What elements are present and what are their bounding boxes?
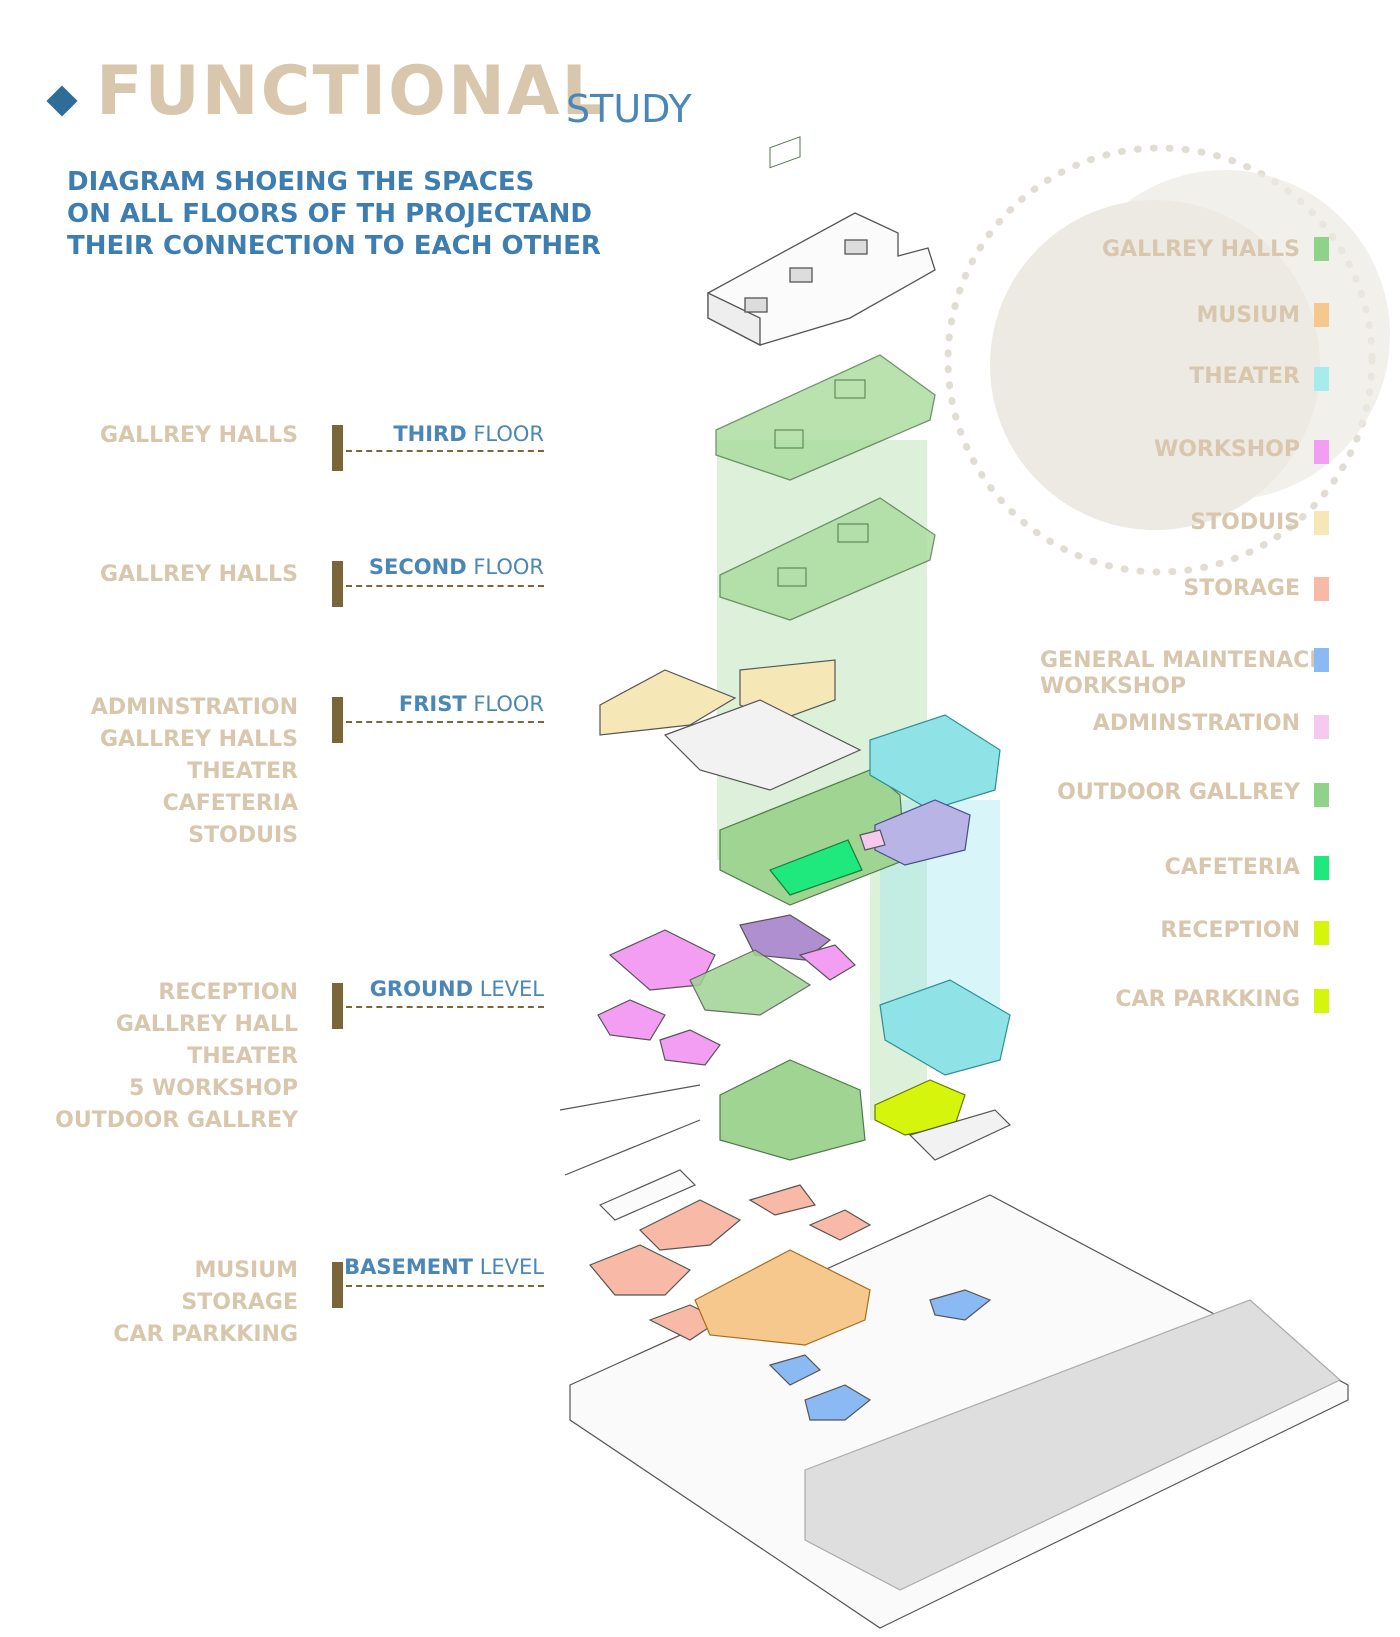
legend-swatch-cafeteria: [1314, 856, 1329, 880]
legend-swatch-storage: [1314, 577, 1329, 601]
second-floor-marker: [332, 561, 343, 607]
second-floor-spaces: GALLREY HALLS: [100, 559, 298, 591]
space-label: THEATER: [187, 1044, 298, 1069]
legend-swatch-workshop: [1314, 440, 1329, 464]
legend-swatch-outdoor-gallrey: [1314, 783, 1329, 807]
legend-swatch-adminstration: [1314, 715, 1329, 739]
floor-name-bold: GROUND: [369, 977, 474, 1001]
third-floor-title: THIRD FLOOR: [393, 422, 544, 446]
floor-name-bold: FRIST: [398, 692, 467, 716]
second-floor-leader: [346, 585, 544, 587]
legend-swatch-stoduis: [1314, 511, 1329, 535]
basement-level-spaces: MUSIUM STORAGE CAR PARKKING: [113, 1255, 298, 1351]
legend-label-storage: STORAGE: [1183, 576, 1300, 601]
space-label: STODUIS: [188, 823, 298, 848]
legend-swatch-reception: [1314, 921, 1329, 945]
basement-level-title: BASEMENT LEVEL: [344, 1255, 544, 1279]
ground-level-spaces: RECEPTION GALLREY HALL THEATER 5 WORKSHO…: [55, 977, 298, 1137]
decorative-circles: [944, 144, 1390, 576]
legend-swatch-musium: [1314, 303, 1329, 327]
space-label: GALLREY HALLS: [100, 423, 298, 448]
space-label: STORAGE: [181, 1290, 298, 1315]
ground-level-leader: [346, 1006, 544, 1008]
basement-level-marker: [332, 1262, 343, 1308]
third-floor-spaces: GALLREY HALLS: [100, 420, 298, 452]
caption-line: DIAGRAM SHOEING THE SPACES: [67, 167, 535, 197]
legend-label-reception: RECEPTION: [1160, 918, 1300, 943]
legend-label-stoduis: STODUIS: [1190, 510, 1300, 535]
second-floor-plan: [719, 497, 936, 621]
space-label: GALLREY HALLS: [100, 562, 298, 587]
caption-line: THEIR CONNECTION TO EACH OTHER: [67, 231, 601, 261]
ground-level-marker: [332, 983, 343, 1029]
floor-name-bold: SECOND: [368, 555, 467, 579]
legend-label-outdoor-gallrey: OUTDOOR GALLREY: [1057, 780, 1300, 805]
legend-label-adminstration: ADMINSTRATION: [1092, 711, 1300, 736]
floor-name-bold: BASEMENT: [344, 1255, 474, 1279]
floor-name-rest: FLOOR: [466, 422, 544, 446]
first-floor-leader: [346, 721, 544, 723]
legend-label-cafeteria: CAFETERIA: [1164, 855, 1300, 880]
space-label: RECEPTION: [158, 980, 298, 1005]
basement-level-leader: [346, 1285, 544, 1287]
page-subtitle: STUDY: [566, 87, 692, 131]
third-floor-leader: [346, 450, 544, 452]
space-label: ADMINSTRATION: [90, 695, 298, 720]
space-label: GALLREY HALLS: [100, 727, 298, 752]
roof-plan: [707, 212, 936, 347]
space-label: 5 WORKSHOP: [128, 1076, 298, 1101]
floor-name-bold: THIRD: [393, 422, 467, 446]
caption-line: ON ALL FLOORS OF TH PROJECTAND: [67, 199, 592, 229]
space-label: THEATER: [187, 759, 298, 784]
space-label: MUSIUM: [194, 1258, 298, 1283]
legend-label-car-parkking: CAR PARKKING: [1115, 987, 1300, 1012]
floor-name-rest: LEVEL: [473, 1255, 544, 1279]
legend-line: GENERAL MAINTENACE: [1040, 648, 1325, 673]
legend-swatch-gallrey-halls: [1314, 237, 1329, 261]
floor-name-rest: FLOOR: [466, 692, 544, 716]
legend-swatch-car-parkking: [1314, 989, 1329, 1013]
floor-name-rest: FLOOR: [466, 555, 544, 579]
legend-line: WORKSHOP: [1040, 674, 1187, 699]
legend-label-theater: THEATER: [1189, 364, 1300, 389]
space-label: CAR PARKKING: [113, 1322, 298, 1347]
legend-swatch-theater: [1314, 367, 1329, 391]
ground-floor-plan: [559, 914, 1012, 1176]
third-floor-marker: [332, 425, 343, 471]
basement-plan: [569, 1169, 1349, 1629]
page-title: FUNCTIONAL: [96, 52, 607, 131]
ground-level-title: GROUND LEVEL: [370, 977, 544, 1001]
diagram-caption: DIAGRAM SHOEING THE SPACES ON ALL FLOORS…: [67, 166, 607, 262]
legend-label-workshop: WORKSHOP: [1153, 437, 1300, 462]
first-floor-title: FRIST FLOOR: [399, 692, 544, 716]
space-label: GALLREY HALL: [115, 1012, 298, 1037]
first-floor-marker: [332, 697, 343, 743]
legend-swatch-general-maintenace: [1314, 648, 1329, 672]
first-floor-plan: [599, 659, 1001, 906]
first-floor-spaces: ADMINSTRATION GALLREY HALLS THEATER CAFE…: [91, 692, 298, 852]
legend-label-musium: MUSIUM: [1196, 303, 1300, 328]
floor-name-rest: LEVEL: [473, 977, 544, 1001]
legend-label-gallrey-halls: GALLREY HALLS: [1102, 237, 1300, 262]
space-label: CAFETERIA: [162, 791, 298, 816]
third-floor-plan: [715, 136, 936, 481]
legend-label-general-maintenace: GENERAL MAINTENACE WORKSHOP: [1040, 648, 1324, 700]
space-label: OUTDOOR GALLREY: [55, 1108, 298, 1133]
second-floor-title: SECOND FLOOR: [369, 555, 544, 579]
